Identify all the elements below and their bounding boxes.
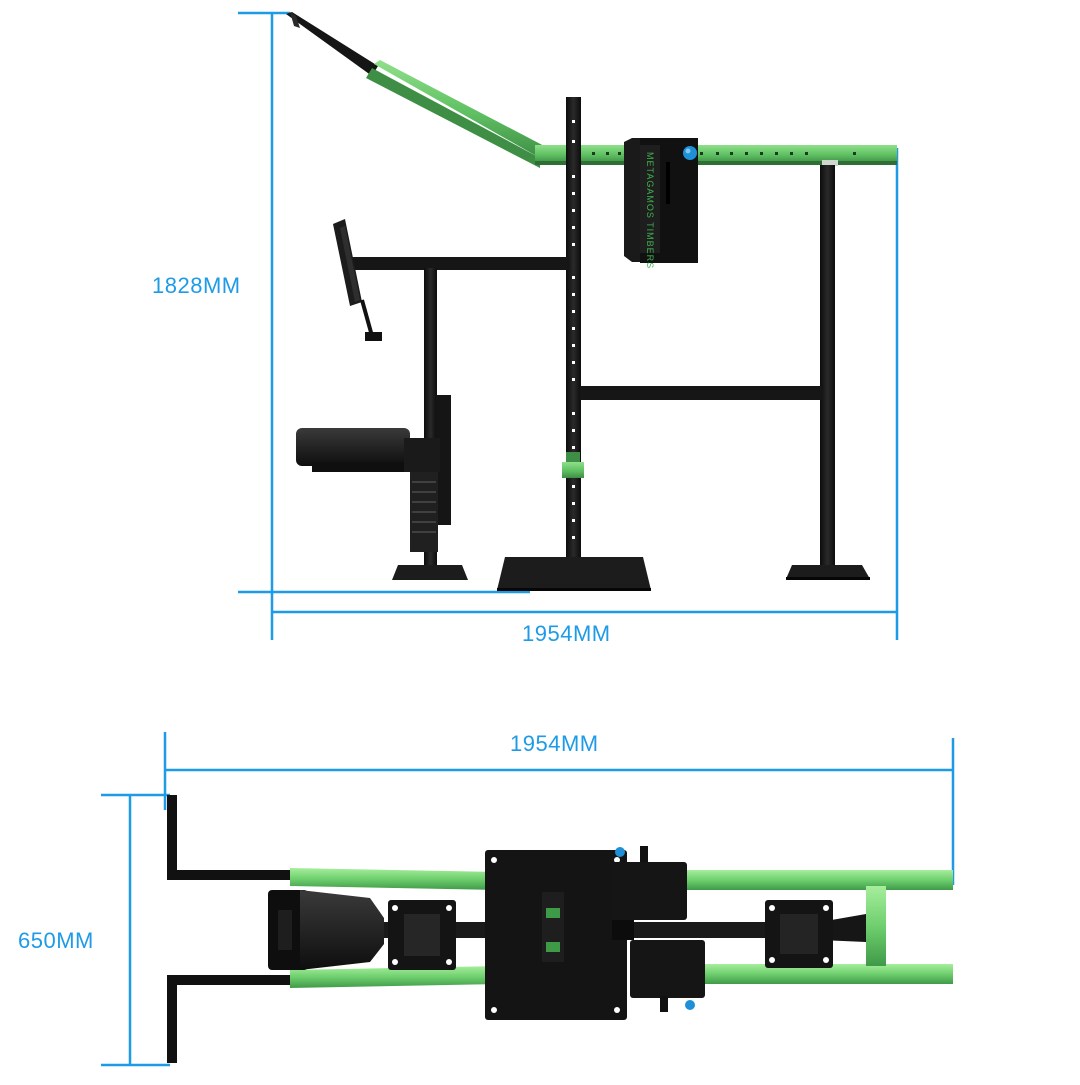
top-handles	[167, 795, 295, 1063]
seat-arm-horizontal	[352, 257, 570, 270]
adjustment-knob-icon	[683, 146, 697, 160]
top-small-plate-left	[388, 900, 456, 970]
top-width-dimension-label: 1954MM	[510, 731, 599, 756]
middle-crossbar	[580, 386, 822, 400]
top-view	[101, 732, 955, 1067]
central-upright-post	[497, 97, 651, 591]
seat-support-post	[392, 268, 468, 580]
top-pad-housings	[612, 846, 705, 1012]
brand-label: METAGAMOS TIMBERS	[645, 152, 655, 269]
top-dimension-lines	[101, 732, 955, 1067]
right-upright-post	[786, 165, 870, 580]
seat-cushion	[296, 428, 440, 472]
side-dimension-lines	[238, 11, 899, 640]
pad-housing: METAGAMOS TIMBERS	[624, 138, 698, 269]
upper-angled-arm	[286, 12, 548, 168]
side-width-dimension-label: 1954MM	[522, 621, 611, 646]
side-view: METAGAMOS TIMBERS	[238, 11, 899, 640]
top-small-plate-right	[765, 900, 833, 968]
hand-grip	[333, 219, 382, 341]
top-knob-icon	[615, 847, 625, 857]
top-depth-dimension-label: 650MM	[18, 928, 94, 953]
top-large-base-plate	[485, 850, 627, 1020]
top-green-beam	[535, 145, 897, 166]
side-height-dimension-label: 1828MM	[152, 273, 241, 298]
top-seat-back	[268, 890, 384, 970]
top-knob-icon	[685, 1000, 695, 1010]
